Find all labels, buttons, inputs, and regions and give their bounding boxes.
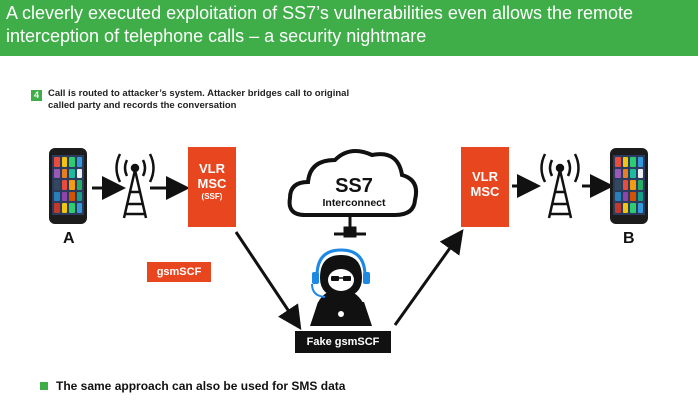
header-banner: A cleverly executed exploitation of SS7’… bbox=[0, 0, 698, 56]
vlr-left-line1: VLR bbox=[199, 161, 225, 176]
ss7-title: SS7 bbox=[335, 175, 373, 197]
phone-a-label: A bbox=[63, 230, 75, 247]
vlr-msc-left-node: VLR MSC (SSF) bbox=[188, 147, 236, 227]
header-title: A cleverly executed exploitation of SS7’… bbox=[6, 3, 634, 46]
vlr-left-line3: (SSF) bbox=[201, 192, 223, 201]
arrow-vlr-left-to-fake-gsmscf bbox=[234, 231, 302, 330]
cell-tower-right-icon bbox=[540, 153, 580, 219]
ss7-cloud-label: SS7 Interconnect bbox=[290, 175, 418, 210]
step-number-badge: 4 bbox=[31, 90, 42, 101]
step-text: Call is routed to attacker’s system. Att… bbox=[48, 88, 350, 111]
network-connector-icon bbox=[334, 217, 366, 238]
phone-a-icon bbox=[49, 148, 87, 224]
phone-b-icon bbox=[610, 148, 648, 224]
ss7-cloud-icon bbox=[287, 149, 419, 217]
vlr-left-line2: MSC bbox=[197, 176, 227, 191]
fake-gsmscf-node: Fake gsmSCF bbox=[295, 331, 391, 353]
arrow-fake-gsmscf-to-vlr-right bbox=[393, 229, 464, 326]
vlr-right-line2: MSC bbox=[470, 184, 500, 199]
vlr-right-line1: VLR bbox=[472, 169, 498, 184]
vlr-msc-right-node: VLR MSC bbox=[461, 147, 509, 227]
ss7-subtitle: Interconnect bbox=[322, 197, 386, 209]
footer-text: The same approach can also be used for S… bbox=[56, 379, 346, 393]
hacker-icon bbox=[310, 248, 372, 326]
cell-tower-left-icon bbox=[115, 153, 155, 219]
footer-bullet-icon bbox=[40, 382, 48, 390]
gsmscf-node: gsmSCF bbox=[147, 262, 211, 282]
phone-b-label: B bbox=[623, 230, 635, 247]
